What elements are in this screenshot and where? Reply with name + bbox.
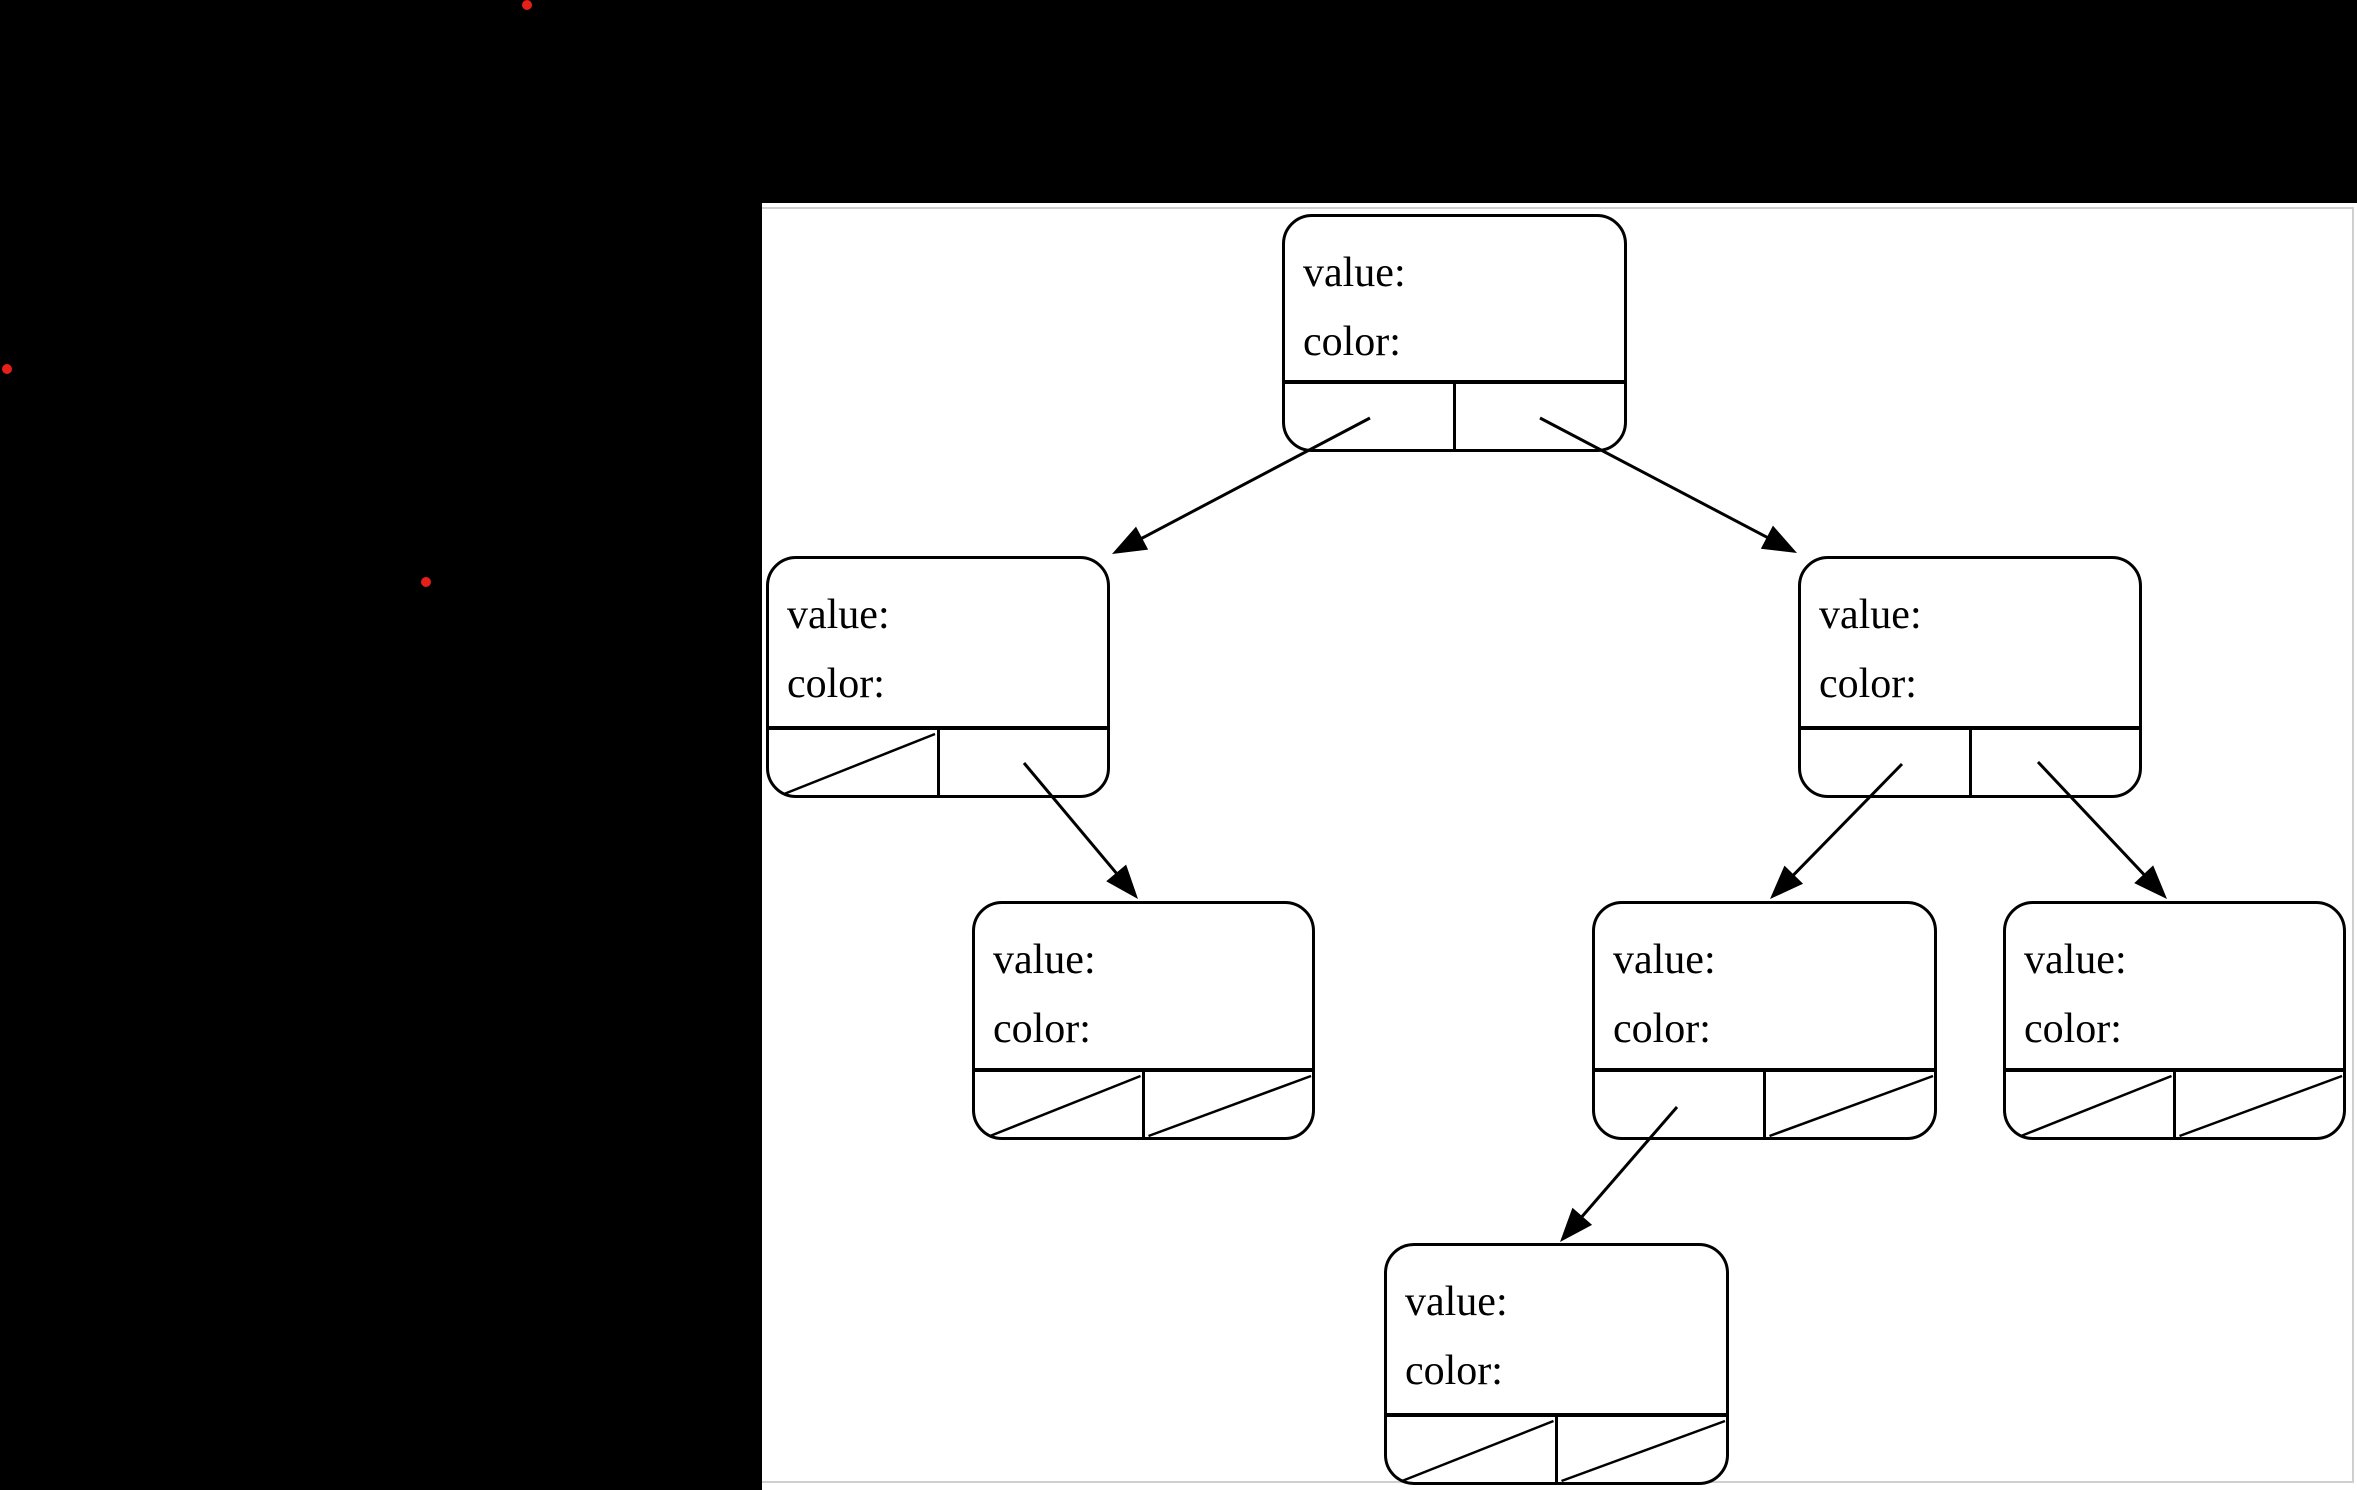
right-pointer-cell xyxy=(1555,1417,1726,1482)
right-pointer-cell xyxy=(1763,1072,1934,1137)
left-pointer-cell xyxy=(1595,1072,1763,1137)
node-fields: value: color: xyxy=(975,904,1312,1064)
pointer-row xyxy=(2006,1068,2343,1137)
node-field-label: color: xyxy=(1405,1348,1503,1394)
node-field-label: color: xyxy=(1303,319,1401,365)
pointer-row xyxy=(1801,726,2139,795)
node-fields: value: color: xyxy=(1387,1246,1726,1406)
tree-node-right-child: value: color: xyxy=(1798,556,2142,798)
right-pointer-cell xyxy=(936,730,1108,795)
right-pointer-cell xyxy=(1453,384,1624,449)
left-pointer-cell xyxy=(2006,1072,2173,1137)
left-pointer-cell xyxy=(769,730,937,795)
node-fields: value: color: xyxy=(2006,904,2343,1064)
node-field-label: color: xyxy=(2024,1006,2122,1052)
left-pointer-cell xyxy=(1387,1417,1555,1482)
node-field-label: value: xyxy=(993,937,1096,983)
right-pointer-cell xyxy=(1968,730,2140,795)
left-pointer-cell xyxy=(1801,730,1969,795)
node-field-label: color: xyxy=(1613,1006,1711,1052)
tree-node-root: value: color: xyxy=(1282,214,1627,452)
pointer-row xyxy=(769,726,1107,795)
node-field-label: color: xyxy=(787,661,885,707)
node-field-label: color: xyxy=(1819,661,1917,707)
tree-node-right-left-left-child: value: color: xyxy=(1384,1243,1729,1485)
tree-node-right-left-child: value: color: xyxy=(1592,901,1937,1140)
right-pointer-cell xyxy=(1142,1072,1312,1137)
tree-node-left-child: value: color: xyxy=(766,556,1110,798)
pointer-row xyxy=(975,1068,1312,1137)
node-field-label: value: xyxy=(1613,937,1716,983)
node-fields: value: color: xyxy=(1285,217,1624,377)
node-fields: value: color: xyxy=(769,559,1107,719)
left-pointer-cell xyxy=(1285,384,1453,449)
node-field-label: color: xyxy=(993,1006,1091,1052)
node-fields: value: color: xyxy=(1801,559,2139,719)
node-fields: value: color: xyxy=(1595,904,1934,1064)
node-field-label: value: xyxy=(1405,1279,1508,1325)
node-field-label: value: xyxy=(787,592,890,638)
node-field-label: value: xyxy=(2024,937,2127,983)
node-field-label: value: xyxy=(1303,250,1406,296)
pointer-row xyxy=(1595,1068,1934,1137)
tree-node-left-right-child: value: color: xyxy=(972,901,1315,1140)
tree-node-right-right-child: value: color: xyxy=(2003,901,2346,1140)
right-pointer-cell xyxy=(2173,1072,2343,1137)
node-field-label: value: xyxy=(1819,592,1922,638)
pointer-row xyxy=(1387,1413,1726,1482)
left-pointer-cell xyxy=(975,1072,1142,1137)
pointer-row xyxy=(1285,380,1624,449)
